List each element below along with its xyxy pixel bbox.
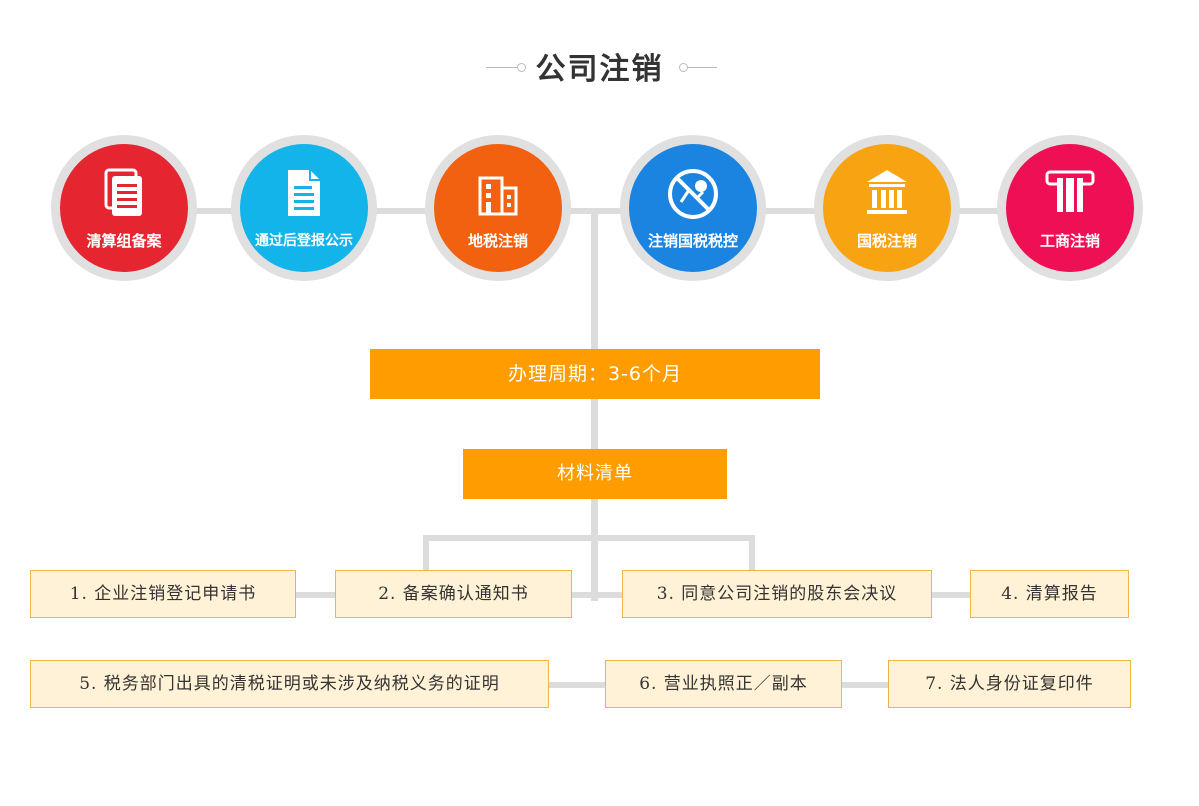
step-2-disc: 通过后登报公示 (240, 144, 368, 272)
card-slot-icon (1006, 168, 1134, 224)
branch-connector-top (423, 535, 755, 541)
bank-icon (823, 168, 951, 224)
step-circle-4: 注销国税税控 (620, 135, 766, 281)
step-label-6: 工商注销 (1039, 232, 1100, 250)
material-item-1: 1. 企业注销登记申请书 (30, 570, 296, 618)
no-tax-icon (629, 168, 757, 224)
step-4-disc: 注销国税税控 (629, 144, 757, 272)
material-item-4: 4. 清算报告 (970, 570, 1129, 618)
page-title: 公司注销 (535, 52, 664, 87)
step-6-disc: 工商注销 (1006, 144, 1134, 272)
file-icon (240, 168, 368, 224)
material-item-6: 6. 营业执照正／副本 (605, 660, 842, 708)
step-circle-5: 国税注销 (814, 135, 960, 281)
row2-connector-a (547, 682, 607, 688)
documents-icon (60, 168, 188, 224)
step-circle-3: 地税注销 (425, 135, 571, 281)
building-icon (434, 168, 562, 224)
row1-connector-a (294, 592, 338, 598)
branch-connector-left (423, 535, 429, 575)
materials-bar: 材料清单 (463, 449, 727, 499)
step-label-5: 国税注销 (856, 232, 917, 250)
material-item-2: 2. 备案确认通知书 (335, 570, 572, 618)
material-item-5: 5. 税务部门出具的清税证明或未涉及纳税义务的证明 (30, 660, 549, 708)
step-label-1: 清算组备案 (86, 232, 162, 250)
branch-connector-right (749, 535, 755, 575)
title-right-line (687, 67, 717, 68)
title-left-dot (517, 63, 526, 72)
step-label-3: 地税注销 (467, 232, 528, 250)
step-label-4: 注销国税税控 (647, 232, 738, 250)
step-circle-2: 通过后登报公示 (231, 135, 377, 281)
material-item-3: 3. 同意公司注销的股东会决议 (622, 570, 932, 618)
row2-connector-b (840, 682, 890, 688)
title-left-line (486, 67, 520, 68)
step-5-disc: 国税注销 (823, 144, 951, 272)
step-circle-1: 清算组备案 (51, 135, 197, 281)
step-circle-6: 工商注销 (997, 135, 1143, 281)
flow-trunk (591, 211, 598, 601)
step-3-disc: 地税注销 (434, 144, 562, 272)
period-bar: 办理周期：3-6个月 (370, 349, 820, 399)
row1-connector-b (570, 592, 624, 598)
row1-connector-c (930, 592, 972, 598)
material-item-7: 7. 法人身份证复印件 (888, 660, 1131, 708)
step-1-disc: 清算组备案 (60, 144, 188, 272)
step-label-2: 通过后登报公示 (255, 233, 353, 249)
